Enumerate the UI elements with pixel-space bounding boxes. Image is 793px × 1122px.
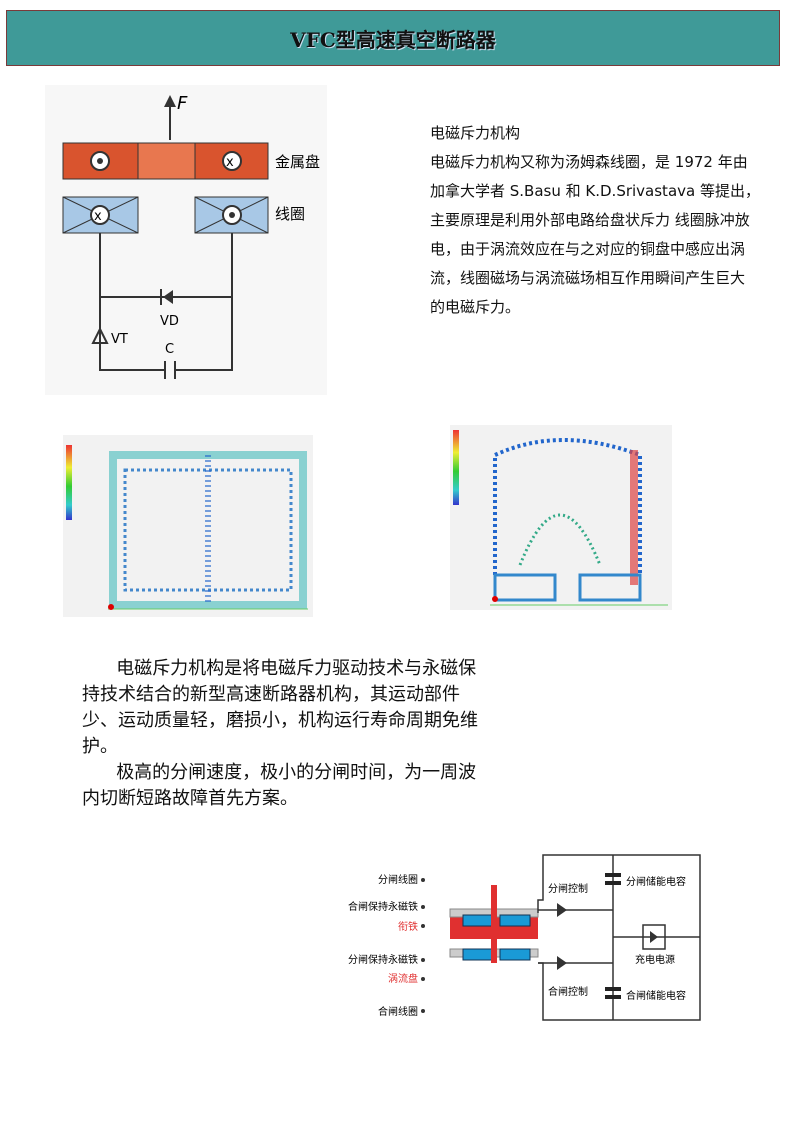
diode-label: VD	[160, 314, 179, 329]
label-armature: 衔铁	[398, 920, 418, 933]
label-open-control: 分闸控制	[548, 882, 588, 895]
coil-label: 线圈	[275, 205, 305, 223]
page-title: VFC型高速真空断路器	[290, 27, 496, 52]
intro-text: 电磁斥力机构 电磁斥力机构又称为汤姆森线圈，是 1972 年由加拿大学者 S.B…	[430, 119, 760, 322]
label-close-magnet: 合闸保持永磁铁	[348, 900, 418, 913]
label-eddy-disk: 涡流盘	[388, 972, 418, 985]
disk-label: 金属盘	[275, 153, 320, 171]
label-close-capacitor: 合闸储能电容	[626, 989, 686, 1002]
label-open-capacitor: 分闸储能电容	[626, 875, 686, 888]
label-open-coil: 分闸线圈	[378, 873, 418, 886]
intro-heading: 电磁斥力机构	[430, 124, 521, 142]
force-label: F	[177, 93, 188, 114]
body-paragraph: 极高的分闸速度，极小的分闸时间，为一周波内切断短路故障首先方案。	[82, 762, 477, 809]
mechanism-circuit-diagram: 分闸线圈 合闸保持永磁铁 衔铁 分闸保持永磁铁 涡流盘 合闸线圈 分闸控制 合闸…	[348, 854, 701, 1021]
body-paragraph: 电磁斥力机构是将电磁斥力驱动技术与永磁保持技术结合的新型高速断路器机构，其运动部…	[82, 658, 478, 757]
field-simulation-left	[63, 435, 313, 617]
intro-paragraph: 电磁斥力机构又称为汤姆森线圈，是 1972 年由加拿大学者 S.Basu 和 K…	[430, 153, 760, 316]
svg-text:x: x	[226, 155, 234, 170]
capacitor-label: C	[165, 342, 174, 357]
body-text: 电磁斥力机构是将电磁斥力驱动技术与永磁保持技术结合的新型高速断路器机构，其运动部…	[82, 656, 482, 812]
color-legend	[453, 430, 459, 505]
color-legend	[66, 445, 72, 520]
label-close-coil: 合闸线圈	[378, 1005, 418, 1018]
thyristor-label: VT	[111, 332, 128, 347]
thomson-coil-diagram: F x 金属盘 x 线圈 VD VT C	[45, 85, 327, 395]
svg-text:x: x	[94, 209, 102, 224]
label-open-magnet: 分闸保持永磁铁	[348, 953, 418, 966]
field-simulation-right	[450, 425, 672, 610]
label-charger: 充电电源	[635, 953, 675, 966]
title-banner: VFC型高速真空断路器	[6, 10, 780, 66]
label-close-control: 合闸控制	[548, 985, 588, 998]
